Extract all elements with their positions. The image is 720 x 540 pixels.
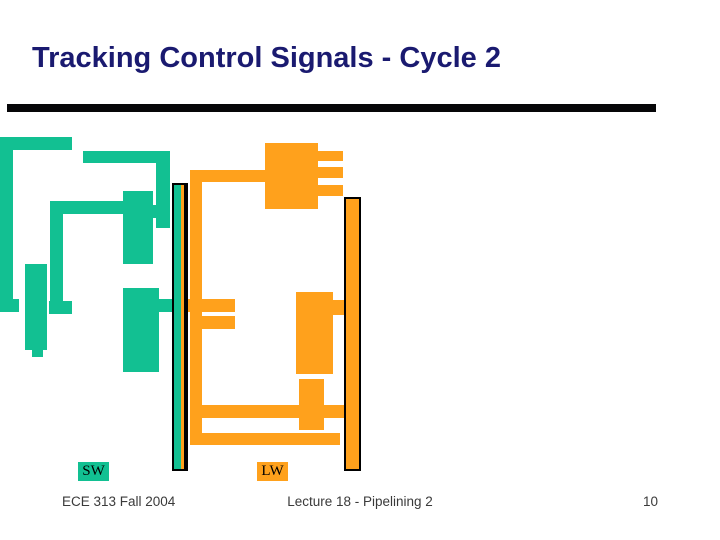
sw-wire-top-horizontal	[0, 137, 72, 150]
sw-small-block-left	[25, 264, 47, 350]
sw-stub-to-pipeline-reg	[159, 299, 173, 312]
sw-wire-mid-bottom-stub	[49, 301, 72, 314]
lw-control-block	[265, 143, 318, 209]
slide-title: Tracking Control Signals - Cycle 2	[32, 42, 501, 74]
pipeline-reg2-orange-fill	[346, 199, 359, 469]
sw-wire-mid-vertical	[50, 201, 63, 314]
lw-control-prong-3	[318, 185, 343, 196]
lw-mux-block	[299, 379, 324, 430]
sw-wire-second-horizontal	[83, 151, 170, 163]
sw-wire-left-vertical	[0, 137, 13, 311]
footer-page-number: 10	[642, 494, 658, 509]
lw-prong-lower	[190, 316, 235, 329]
lw-wire-top-horizontal	[190, 170, 266, 182]
title-rule	[7, 104, 656, 112]
lw-wire-bottom-horizontal-1	[190, 405, 353, 418]
footer-course: ECE 313 Fall 2004	[62, 494, 176, 509]
lw-control-prong-1	[318, 151, 343, 161]
pipeline-reg1-green-fill	[174, 185, 181, 469]
sw-block-b	[123, 288, 159, 372]
lw-control-prong-2	[318, 167, 343, 178]
lw-prong-upper	[188, 299, 235, 312]
sw-wire-left-bottom-stub	[0, 299, 19, 312]
sw-instruction-label: SW	[78, 462, 109, 481]
lw-mem-block	[296, 292, 333, 374]
sw-small-block-left-stub	[32, 350, 43, 357]
slide-footer: ECE 313 Fall 2004 Lecture 18 - Pipelinin…	[0, 494, 720, 514]
lw-wire-bottom-horizontal-2	[190, 433, 340, 445]
sw-wire-mid-horizontal	[50, 201, 130, 214]
footer-lecture: Lecture 18 - Pipelining 2	[287, 494, 433, 509]
lw-instruction-label: LW	[257, 462, 288, 481]
pipeline-reg1-orange-stripe	[181, 185, 184, 469]
lw-mem-block-prong	[333, 300, 344, 315]
